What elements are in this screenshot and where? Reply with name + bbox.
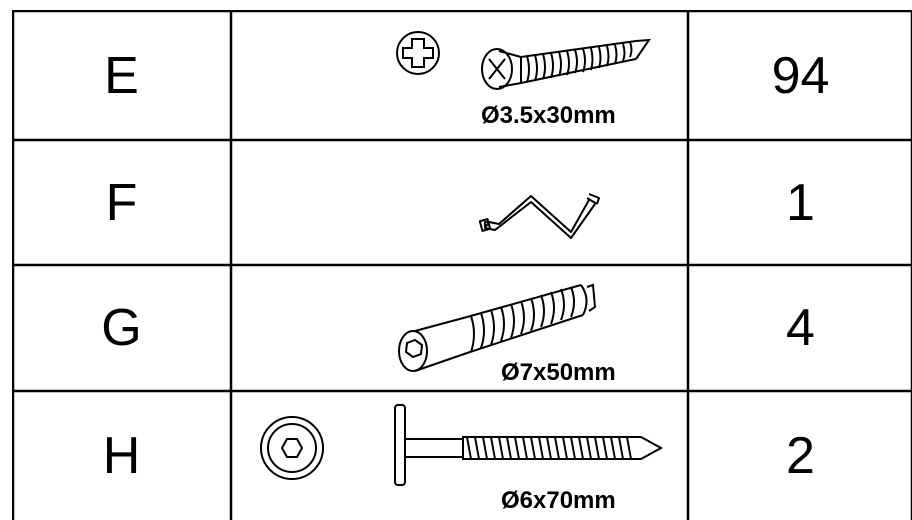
part-quantity: 4 [786, 299, 815, 357]
part-letter: E [104, 46, 139, 105]
part-image-cell: Ø6x70mm [231, 391, 688, 520]
long-bolt-icon [260, 404, 664, 486]
part-image-cell: Ø7x50mm [231, 265, 688, 391]
size-label: Ø3.5x30mm [481, 102, 616, 129]
part-image-cell [231, 140, 688, 265]
part-quantity: 94 [771, 46, 830, 105]
table-row: E Ø3.5x30mm 94 [12, 11, 912, 140]
cam-bolt-icon [398, 283, 597, 372]
size-label: Ø7x50mm [501, 359, 616, 386]
table-row: F 1 [12, 140, 912, 265]
part-quantity: 1 [786, 173, 815, 232]
screw-icon [396, 31, 652, 90]
table-grid [12, 10, 912, 520]
part-letter: G [101, 299, 142, 357]
parts-table: E Ø3.5x30mm 94 F [12, 10, 912, 520]
table-row: G Ø7x50mm 4 [12, 265, 912, 391]
hex-key-icon [478, 193, 600, 239]
part-letter: F [105, 173, 138, 232]
part-image-cell: Ø3.5x30mm [231, 11, 688, 140]
part-quantity: 2 [786, 426, 815, 485]
part-letter: H [102, 426, 141, 485]
size-label: Ø6x70mm [501, 487, 616, 514]
table-row: H Ø6x70mm 2 [12, 391, 912, 520]
